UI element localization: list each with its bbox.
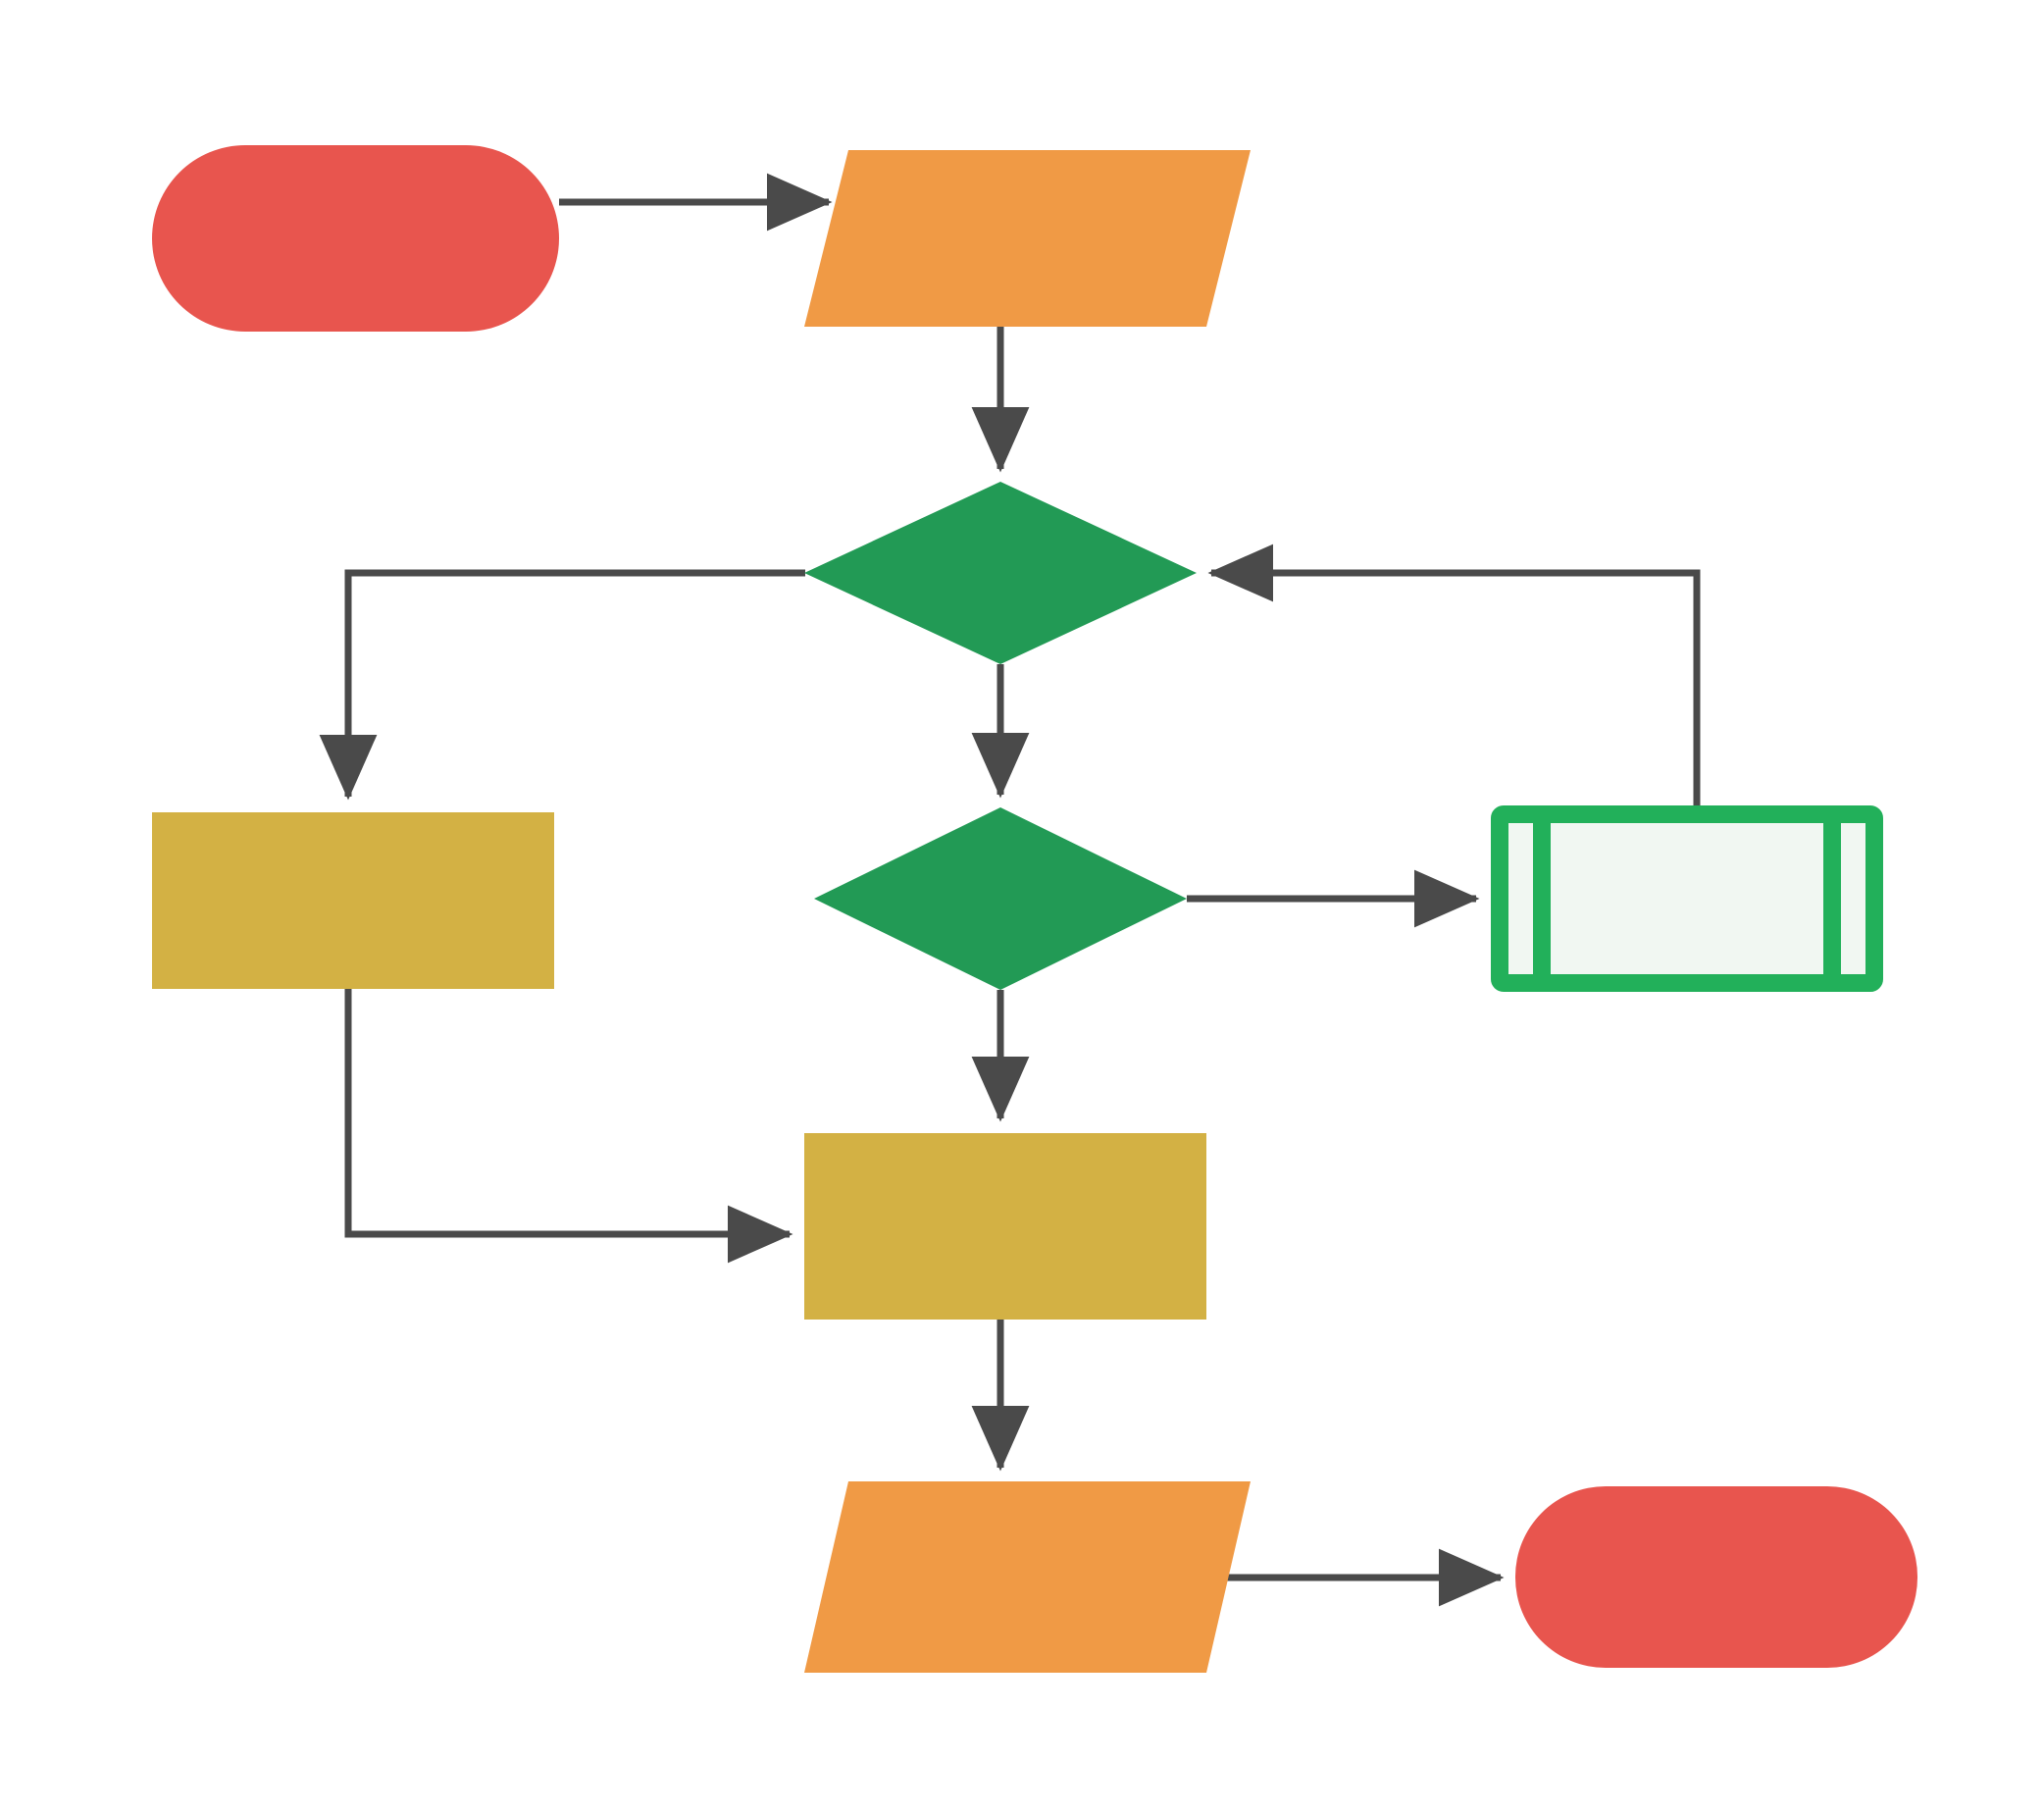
node-start[interactable] <box>152 145 559 332</box>
io-shape <box>804 1481 1251 1673</box>
node-process-bottom[interactable] <box>804 1133 1206 1320</box>
process-shape <box>804 1133 1206 1320</box>
terminator-shape <box>152 145 559 332</box>
decision-shape <box>814 807 1187 990</box>
edge-process-left-to-process-bottom <box>344 989 793 1264</box>
node-end[interactable] <box>1515 1486 1917 1668</box>
edge-decision-1-to-process-left <box>319 569 805 801</box>
node-output[interactable] <box>804 1481 1251 1673</box>
edges-layer <box>319 173 1701 1607</box>
process-shape <box>152 812 554 989</box>
node-subroutine[interactable] <box>1491 805 1883 992</box>
node-process-left[interactable] <box>152 812 554 989</box>
terminator-shape <box>1515 1486 1917 1668</box>
decision-shape <box>804 482 1197 664</box>
subroutine-outline <box>1491 805 1883 992</box>
node-input[interactable] <box>804 150 1251 327</box>
node-decision-1[interactable] <box>804 482 1197 664</box>
node-decision-2[interactable] <box>814 807 1187 990</box>
edge-subroutine-to-decision-1 <box>1207 544 1701 805</box>
nodes-layer <box>152 145 1917 1673</box>
io-shape <box>804 150 1251 327</box>
